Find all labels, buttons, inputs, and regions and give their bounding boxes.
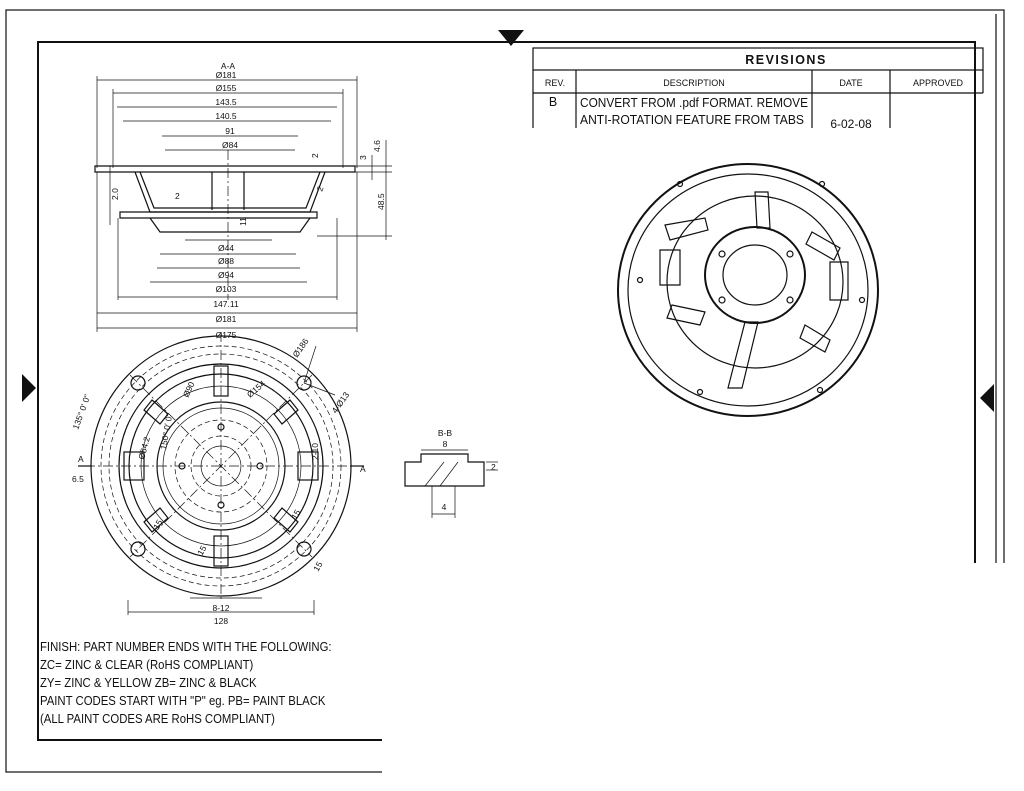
dim-8-12: 8-12: [212, 603, 229, 613]
finish-note-line-4: PAINT CODES START WITH "P" eg. PB= PAINT…: [40, 693, 326, 708]
right-center-arrow: [980, 384, 994, 412]
finish-note-line-3: ZY= ZINC & YELLOW ZB= ZINC & BLACK: [40, 675, 257, 690]
section-bb-view: B-B 8 2 4: [404, 428, 498, 518]
finish-note-line-2: ZC= ZINC & CLEAR (RoHS COMPLIANT): [40, 657, 254, 672]
dim-aa-155: Ø155: [216, 83, 237, 93]
description-header: DESCRIPTION: [663, 78, 725, 88]
dim-15-a: 15: [151, 518, 165, 531]
dim-aa-2: 2: [310, 153, 320, 158]
dim-aa-2-left: 2: [175, 191, 180, 201]
dim-aa-48-5: 48.5: [376, 193, 386, 210]
rev-header: REV.: [545, 78, 565, 88]
dim-128: 128: [214, 616, 228, 626]
dim-15-c: 15: [289, 508, 303, 521]
dim-154: Ø154: [245, 378, 268, 399]
dim-bb-width: 8: [443, 439, 448, 449]
dim-aa-181: Ø181: [216, 70, 237, 80]
dim-bb-height: 2: [491, 462, 496, 472]
dim-aa-88: Ø88: [218, 256, 234, 266]
dim-2-10: 2-10: [310, 443, 320, 460]
dim-aa-181-b: Ø181: [216, 314, 237, 324]
finish-note-line-5: (ALL PAINT CODES ARE RoHS COMPLIANT): [40, 711, 275, 726]
dim-aa-91: 91: [225, 126, 235, 136]
dim-aa-3: 3: [358, 155, 368, 160]
dim-15-b: 15: [195, 544, 209, 557]
dim-6-5: 6.5: [72, 474, 84, 484]
dim-aa-147: 147.11: [213, 299, 239, 309]
dim-aa-94: Ø94: [218, 270, 234, 280]
dim-aa-11: 11: [238, 217, 248, 226]
dim-15-d: 15: [311, 560, 325, 573]
revisions-table: REVISIONS REV. DESCRIPTION DATE APPROVED…: [532, 47, 984, 131]
rev-value: B: [549, 95, 557, 109]
section-aa-view: A-A Ø181 Ø155 143.5 140.5 91 Ø84: [94, 61, 392, 340]
dim-aa-143: 143.5: [215, 97, 237, 107]
plan-view: A A Ø186 4-Ø13 135° 0' 0" 2-10 Ø154 Ø90 …: [70, 332, 366, 626]
dim-aa-2-right: 2: [314, 185, 325, 193]
dim-aa-4-6: 4.6: [372, 140, 382, 152]
isometric-view: [617, 163, 879, 417]
date-value: 6-02-08: [830, 117, 872, 131]
dim-150-deg: 150° 0' 0": [158, 413, 174, 451]
finish-notes: FINISH: PART NUMBER ENDS WITH THE FOLLOW…: [40, 638, 332, 728]
section-mark-right: A: [360, 464, 366, 474]
left-center-arrow: [22, 374, 36, 402]
dim-aa-140: 140.5: [215, 111, 237, 121]
section-mark-left: A: [78, 454, 84, 464]
revisions-title: REVISIONS: [745, 53, 827, 67]
dim-135-deg: 135° 0' 0": [70, 393, 92, 431]
dim-aa-175: Ø175: [216, 330, 237, 340]
dim-bb-bottom: 4: [442, 502, 447, 512]
dim-aa-84: Ø84: [222, 140, 238, 150]
finish-note-line-1: FINISH: PART NUMBER ENDS WITH THE FOLLOW…: [40, 639, 332, 654]
dim-aa-2-0: 2.0: [110, 188, 120, 200]
dim-54: Ø54.2: [136, 435, 152, 460]
top-center-arrow: [498, 30, 524, 46]
description-line-1: CONVERT FROM .pdf FORMAT. REMOVE: [580, 96, 808, 110]
dim-4-13: 4-Ø13: [329, 390, 351, 415]
section-aa-title: A-A: [221, 61, 236, 71]
dim-aa-103: Ø103: [216, 284, 237, 294]
blank-area: [382, 563, 1024, 791]
dim-aa-44: Ø44: [218, 243, 234, 253]
description-line-2: ANTI-ROTATION FEATURE FROM TABS: [580, 113, 804, 127]
dim-186: Ø186: [290, 336, 310, 359]
section-bb-title: B-B: [438, 428, 453, 438]
approved-header: APPROVED: [913, 78, 964, 88]
date-header: DATE: [839, 78, 862, 88]
